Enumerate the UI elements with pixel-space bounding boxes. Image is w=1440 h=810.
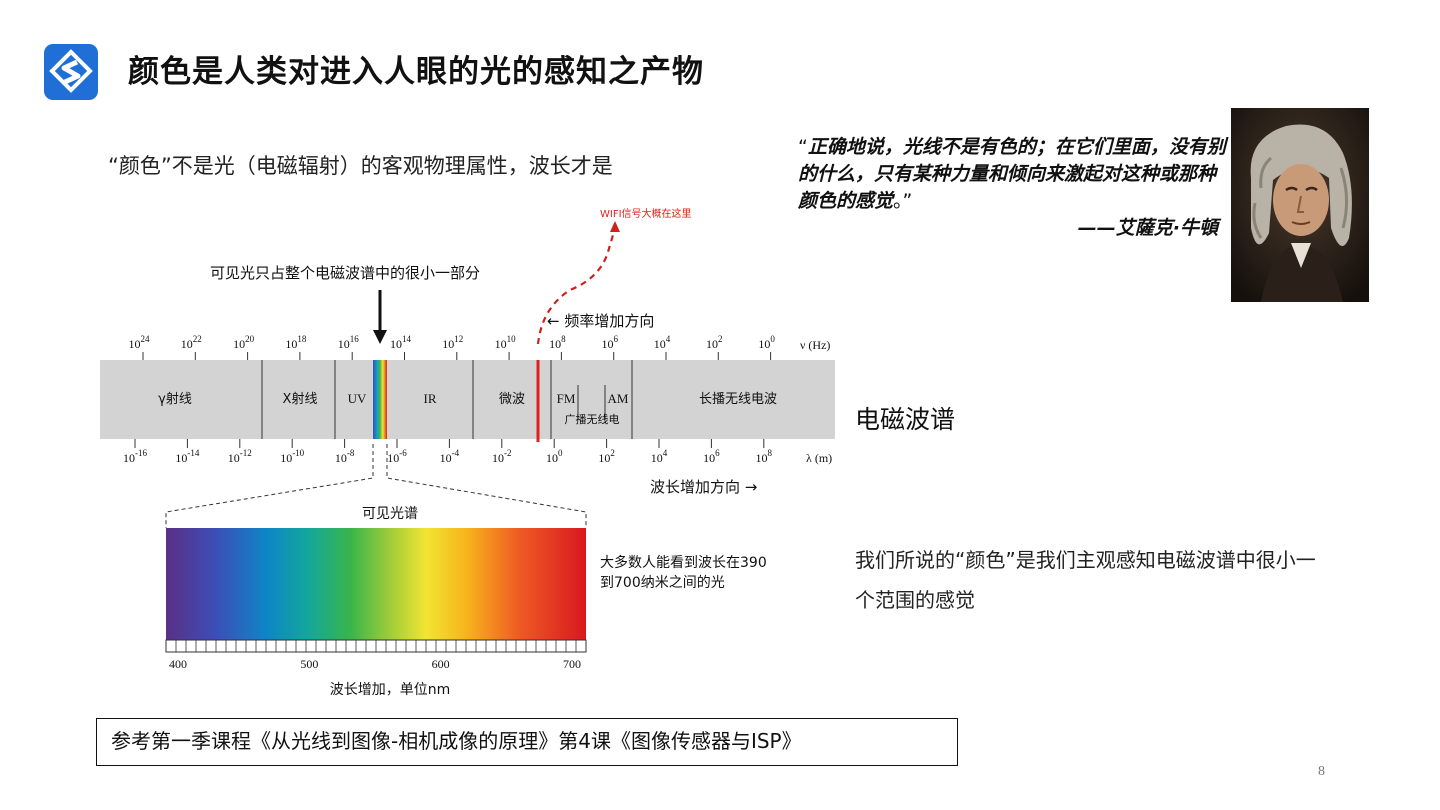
wifi-arrowhead xyxy=(610,221,620,232)
wavelength-tick-label: 106 xyxy=(703,448,720,465)
band-ir: IR xyxy=(424,391,437,406)
visible-spectrum-title: 可见光谱 xyxy=(362,506,418,522)
nm-tick-label: 500 xyxy=(300,657,318,671)
frequency-unit: ν (Hz) xyxy=(800,338,830,352)
visible-fraction-note: 可见光只占整个电磁波谱中的很小一部分 xyxy=(210,264,480,282)
newton-portrait xyxy=(1231,108,1369,302)
visible-spectrum-gradient xyxy=(166,528,586,640)
nm-tick-labels: 400 500 600 700 xyxy=(169,657,581,671)
quote-close-mark: 。” xyxy=(893,190,913,212)
quote-text: 正确地说，光线不是有色的；在它们里面，没有别的什么，只有某种力量和倾向来激起对这… xyxy=(798,136,1226,212)
visible-band-strip xyxy=(373,360,387,439)
subtitle-text: “颜色”不是光（电磁辐射）的客观物理属性，波长才是 xyxy=(108,154,613,178)
frequency-tick-label: 1016 xyxy=(338,334,360,351)
band-fm: FM xyxy=(557,391,576,406)
wavelength-tick-label: 10-10 xyxy=(280,448,304,465)
frequency-tick-label: 1018 xyxy=(285,334,307,351)
band-long-radio: 长播无线电波 xyxy=(699,392,777,407)
quote-attribution: ——艾薩克·牛頓 xyxy=(1077,217,1218,239)
frequency-tick-label: 108 xyxy=(549,334,566,351)
frequency-tick-label: 1020 xyxy=(233,334,255,351)
nm-tick-label: 700 xyxy=(563,657,581,671)
frequency-tick-label: 104 xyxy=(654,334,671,351)
wifi-note: WIFI信号大概在这里 xyxy=(600,207,692,220)
wavelength-tick-label: 100 xyxy=(546,448,563,465)
band-am: AM xyxy=(608,391,629,406)
quote-open-mark: “ xyxy=(798,136,808,158)
wavelength-tick-label: 10-12 xyxy=(228,448,252,465)
wavelength-tick-label: 108 xyxy=(756,448,773,465)
frequency-tick-label: 1024 xyxy=(129,334,151,351)
frequency-tick-label: 1014 xyxy=(390,334,412,351)
nm-tick-label: 400 xyxy=(169,657,187,671)
frequency-tick-label: 1012 xyxy=(442,334,463,351)
wavelength-tick-label: 10-8 xyxy=(335,448,355,465)
nm-tick-label: 600 xyxy=(432,657,450,671)
wavelength-ticks: 10-16 10-14 10-12 10-10 10-8 10-6 10-4 10-2 100 1… xyxy=(123,439,773,465)
visible-range-note-line1: 大多数人能看到波长在390 xyxy=(600,554,767,571)
wavelength-tick-label: 10-14 xyxy=(175,448,199,465)
band-broadcast-radio: 广播无线电 xyxy=(565,412,620,426)
frequency-tick-label: 102 xyxy=(706,334,723,351)
wavelength-unit: λ (m) xyxy=(806,451,832,465)
zoom-guide-left xyxy=(165,444,374,528)
wavelength-tick-label: 102 xyxy=(598,448,614,465)
frequency-ticks: 1024 1022 1020 1018 1016 1014 1012 1010 108 106 10… xyxy=(129,334,775,360)
frequency-tick-label: 1010 xyxy=(495,334,516,351)
frequency-tick-label: 1022 xyxy=(181,334,202,351)
em-spectrum-diagram: WIFI信号大概在这里 可见光只占整个电磁波谱中的很小一部分 ← 频率增加方向 … xyxy=(100,207,835,698)
frequency-direction-label: ← 频率增加方向 xyxy=(547,312,654,330)
band-gamma: γ射线 xyxy=(158,391,192,407)
nm-ruler-ticks xyxy=(165,640,587,652)
page-title: 颜色是人类对进入人眼的光的感知之产物 xyxy=(128,54,704,90)
wavelength-direction-label: 波长增加方向 → xyxy=(650,478,757,496)
visible-pointer-arrowhead xyxy=(373,330,387,344)
visible-range-note-line2: 到700纳米之间的光 xyxy=(600,575,725,591)
wavelength-tick-label: 104 xyxy=(651,448,668,465)
wavelength-tick-label: 10-4 xyxy=(440,448,460,465)
page-number: 8 xyxy=(1318,764,1325,779)
zoom-guide-right xyxy=(386,444,587,528)
brand-logo-icon xyxy=(44,44,98,100)
wavelength-tick-label: 10-2 xyxy=(492,448,512,465)
spectrum-band-bar xyxy=(100,360,835,439)
band-uv: UV xyxy=(348,391,367,406)
wavelength-tick-label: 10-6 xyxy=(387,448,407,465)
frequency-tick-label: 100 xyxy=(758,334,775,351)
course-reference-box: 参考第一季课程《从光线到图像-相机成像的原理》第4课《图像传感器与ISP》 xyxy=(96,718,958,766)
band-xray: X射线 xyxy=(283,391,318,407)
newton-quote: “正确地说，光线不是有色的；在它们里面，没有别的什么，只有某种力量和倾向来激起对… xyxy=(798,134,1230,242)
nm-axis-label: 波长增加，单位nm xyxy=(330,682,451,698)
em-spectrum-label: 电磁波谱 xyxy=(855,405,956,434)
band-microwave: 微波 xyxy=(499,392,525,407)
wavelength-tick-label: 10-16 xyxy=(123,448,147,465)
frequency-tick-label: 106 xyxy=(601,334,618,351)
perception-note: 我们所说的“颜色”是我们主观感知电磁波谱中很小一个范围的感觉 xyxy=(855,548,1316,612)
